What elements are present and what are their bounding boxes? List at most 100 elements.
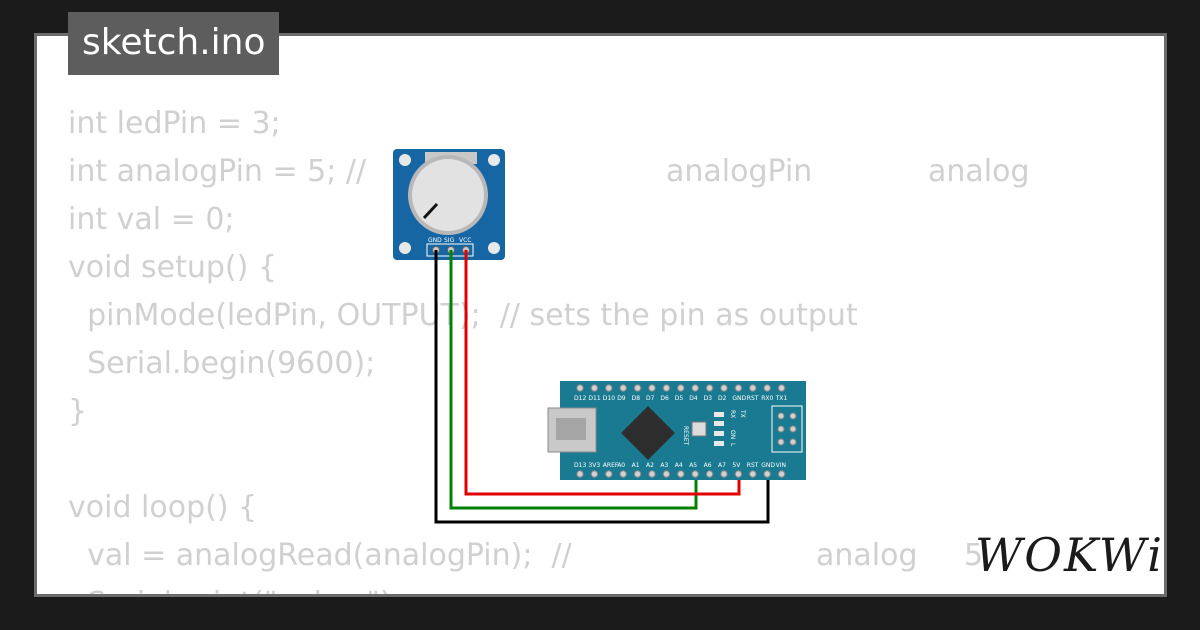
mount-hole xyxy=(488,242,500,254)
icsp-pin xyxy=(789,438,797,446)
code-backdrop: int ledPin = 3; int analogPin = 5; // in… xyxy=(37,36,1164,594)
icsp-pin xyxy=(777,438,785,446)
icsp-pin xyxy=(777,412,785,420)
header-pin-a5[interactable] xyxy=(691,470,699,478)
pin-label-d7: D7 xyxy=(646,395,655,402)
code-line: int ledPin = 3; xyxy=(68,106,281,141)
led-rx xyxy=(714,421,724,426)
pin-label-a1: A1 xyxy=(632,462,640,469)
pin-label-gnd: GND xyxy=(761,462,775,469)
reset-label: RESET xyxy=(682,426,689,446)
header-pin-rx0[interactable] xyxy=(763,384,771,392)
potentiometer-knob[interactable] xyxy=(412,159,484,231)
header-pin-d8[interactable] xyxy=(633,384,642,392)
pin-label-d9: D9 xyxy=(617,395,626,402)
pin-label-a2: A2 xyxy=(646,462,654,469)
header-pin-d5[interactable] xyxy=(677,384,685,392)
code-fragment: 5 xyxy=(964,538,984,573)
usb-port xyxy=(556,418,586,440)
pin-label-d12: D12 xyxy=(574,395,586,402)
sig-wire[interactable] xyxy=(449,250,698,510)
led-on xyxy=(714,431,724,436)
code-line: Serial.begin(9600); xyxy=(68,346,376,381)
header-pin-d12[interactable] xyxy=(576,384,584,392)
header-pin-d6[interactable] xyxy=(662,384,671,392)
header-pin-d7[interactable] xyxy=(648,384,656,392)
on-label: ON xyxy=(729,430,736,439)
pin-label-a7: A7 xyxy=(718,462,726,469)
header-pin-a0[interactable] xyxy=(619,470,627,478)
gnd-wire[interactable] xyxy=(434,250,770,524)
potentiometer[interactable]: GND SIG VCC xyxy=(393,149,505,260)
pin-label-d11: D11 xyxy=(588,395,600,402)
header-pin-d9[interactable] xyxy=(619,384,627,392)
header-pin-d2[interactable] xyxy=(720,384,728,392)
header-pin-a4[interactable] xyxy=(677,470,685,478)
header-pin-d4[interactable] xyxy=(691,384,699,392)
header-pin-d13[interactable] xyxy=(576,470,584,478)
pin-label-rx0: RX0 xyxy=(761,395,773,402)
reset-button[interactable] xyxy=(691,421,707,437)
pin-label-d10: D10 xyxy=(603,395,615,402)
header-pin-aref[interactable] xyxy=(605,470,613,478)
tx-label: TX xyxy=(739,409,746,418)
header-pin-5v[interactable] xyxy=(734,470,743,478)
arduino-board xyxy=(560,381,806,480)
rx-label: RX xyxy=(729,410,736,418)
knob-indicator xyxy=(422,202,439,220)
code-fragment: analogPin xyxy=(666,154,813,189)
code-line: } xyxy=(68,394,88,429)
header-pin-tx1[interactable] xyxy=(777,384,786,392)
icsp-pin xyxy=(789,425,797,433)
pin-label-d13: D13 xyxy=(574,462,586,469)
pin-label-vcc: VCC xyxy=(459,237,471,244)
pin-label-vin: VIN xyxy=(776,462,786,469)
header-pin-a3[interactable] xyxy=(662,470,671,478)
pin-label-a5: A5 xyxy=(689,462,697,469)
pin-label-d5: D5 xyxy=(675,395,684,402)
code-line: val = analogRead(analogPin); // xyxy=(68,538,572,573)
header-pin-3v3[interactable] xyxy=(590,470,599,478)
pin-label-rst: RST xyxy=(747,462,759,469)
header-pin-a2[interactable] xyxy=(648,470,656,478)
header-pin-gnd[interactable] xyxy=(763,470,771,478)
icsp-pins xyxy=(777,412,797,446)
header-pin-d3[interactable] xyxy=(705,384,714,392)
pin-label-sig: SIG xyxy=(444,237,455,244)
header-pin-a6[interactable] xyxy=(705,470,714,478)
header-pin-gnd[interactable] xyxy=(734,384,743,392)
sketch-title-tab[interactable]: sketch.ino xyxy=(68,12,280,75)
icsp-pin xyxy=(777,425,785,433)
header-pin-rst[interactable] xyxy=(749,384,757,392)
header-pin-rst[interactable] xyxy=(749,470,757,478)
icsp-header xyxy=(771,405,803,453)
code-fragment: analog xyxy=(816,538,918,573)
pin-label-a0: A0 xyxy=(617,462,625,469)
pin-label-rst: RST xyxy=(747,395,759,402)
code-line: int analogPin = 5; // xyxy=(68,154,367,189)
header-pin-vin[interactable] xyxy=(777,470,786,478)
canvas-frame: int ledPin = 3; int analogPin = 5; // in… xyxy=(34,33,1167,597)
mount-hole xyxy=(399,242,411,254)
pin-label-gnd: GND xyxy=(732,395,746,402)
pin-label-d3: D3 xyxy=(704,395,713,402)
pin-label-gnd: GND xyxy=(428,237,442,244)
pin-label-a4: A4 xyxy=(675,462,683,469)
vcc-wire[interactable] xyxy=(464,250,741,496)
header-pin-a7[interactable] xyxy=(720,470,728,478)
pin-label-3v3: 3V3 xyxy=(588,462,600,469)
l-label: L xyxy=(729,443,736,447)
pin-label-d4: D4 xyxy=(689,395,698,402)
header-pin-d11[interactable] xyxy=(590,384,599,392)
code-line: int val = 0; xyxy=(68,202,235,237)
code-line: void setup() { xyxy=(68,250,277,285)
code-fragment: analog xyxy=(928,154,1030,189)
pin-label-aref: AREF xyxy=(603,462,619,469)
header-pin-a1[interactable] xyxy=(633,470,642,478)
pin-label-a6: A6 xyxy=(704,462,712,469)
code-line: void loop() { xyxy=(68,490,258,525)
code-line: pinMode(ledPin, OUTPUT); // sets the pin… xyxy=(68,298,858,333)
header-pin-d10[interactable] xyxy=(605,384,613,392)
